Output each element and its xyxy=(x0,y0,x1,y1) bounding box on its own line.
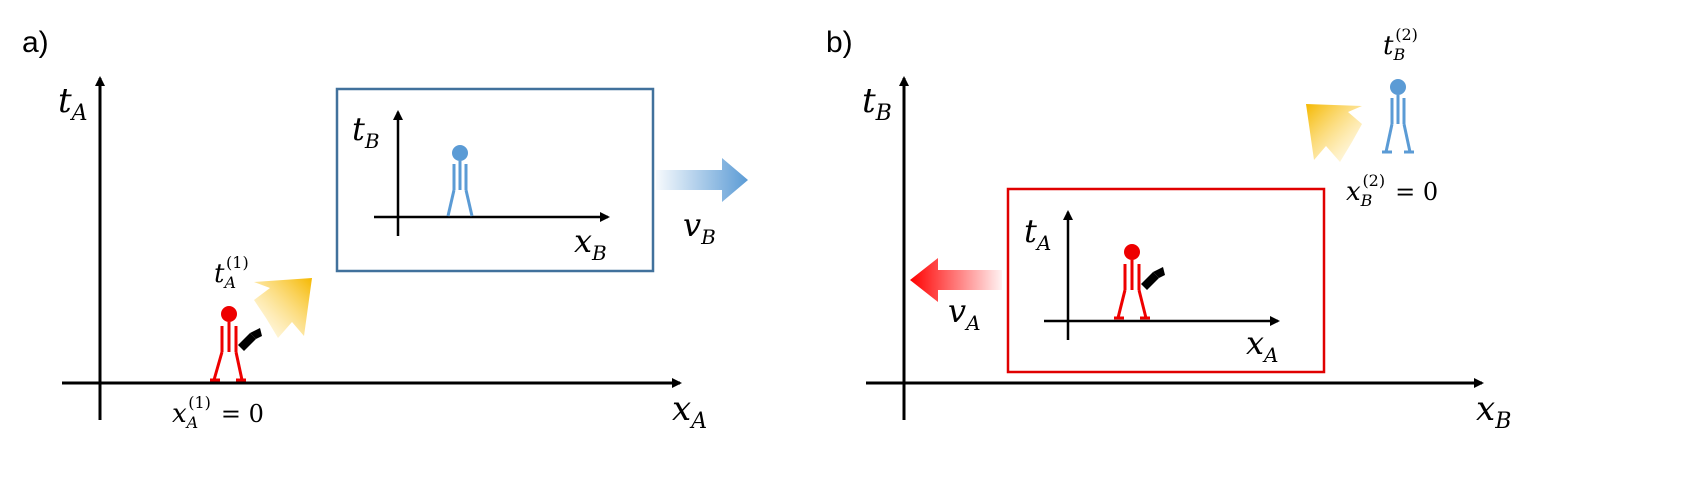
event-time-label: tB(2) xyxy=(1383,25,1418,64)
velocity-label: vB xyxy=(683,206,716,249)
velocity-arrow xyxy=(910,258,1002,302)
t-axis-label: tA xyxy=(58,81,88,126)
inset-t-axis-label: tB xyxy=(352,110,380,153)
observer-b-figure xyxy=(446,145,474,217)
panel-a-label: a) xyxy=(22,26,49,59)
panel-a: a) tA xA xyxy=(22,26,748,434)
velocity-arrow xyxy=(656,158,748,202)
inset-frame-b: tB xB xyxy=(335,87,655,273)
velocity-label: vA xyxy=(948,292,981,335)
observer-a-figure xyxy=(1114,244,1150,320)
x-axis-label: xB xyxy=(1476,389,1511,434)
inset-x-axis-label: xA xyxy=(1246,324,1279,367)
inset-t-axis-label: tA xyxy=(1024,212,1051,255)
event-position-label: xA(1)= 0 xyxy=(172,393,264,432)
light-flash-arrow-icon xyxy=(254,278,312,338)
panel-b: b) tB xB tB(2) xB( xyxy=(826,25,1511,434)
flashlight-icon xyxy=(238,328,262,351)
inset-x-axis-label: xB xyxy=(574,222,607,265)
t-axis-label: tB xyxy=(862,81,892,126)
observer-a-figure xyxy=(210,306,246,382)
light-flash-arrow-icon xyxy=(1306,104,1362,162)
event-position-label: xB(2)= 0 xyxy=(1346,171,1438,210)
flashlight-icon xyxy=(1141,267,1165,290)
observer-b-figure xyxy=(1382,79,1414,154)
event-time-label: tA(1) xyxy=(214,253,249,292)
x-axis-label: xA xyxy=(672,389,707,434)
inset-frame-a: tA xA xyxy=(1006,187,1326,374)
panel-b-label: b) xyxy=(826,26,853,59)
